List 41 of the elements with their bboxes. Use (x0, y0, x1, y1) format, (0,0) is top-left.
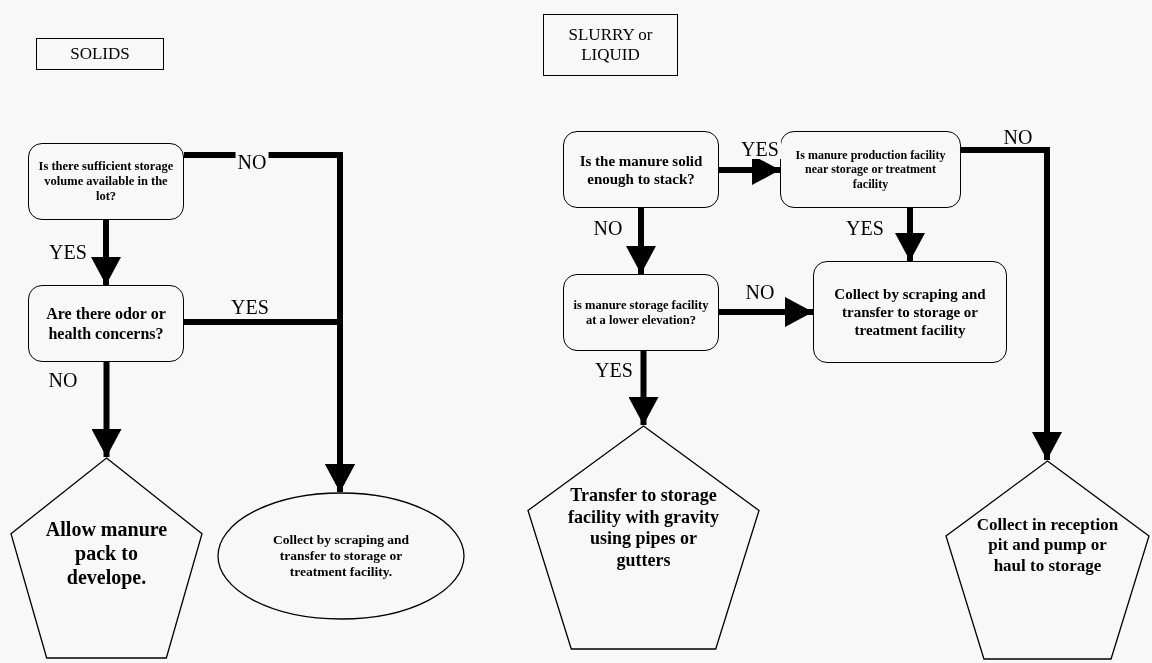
edge-label: YES (844, 218, 886, 238)
decision-box (563, 274, 719, 351)
section-heading (36, 38, 164, 70)
node-text: Allow manure pack to develope. (44, 517, 169, 589)
edge-label: NO (1001, 127, 1035, 147)
node-text: Collect by scraping and transfer to storage or treatment facility. (271, 531, 411, 581)
arrow (895, 208, 925, 261)
decision-box (28, 143, 184, 220)
outcome-pentagon (945, 460, 1150, 660)
node-text: Is manure production facility near storage or treatment facility (794, 147, 947, 192)
heading-text: SOLIDS (69, 43, 131, 65)
process-box (813, 261, 1007, 363)
edge-label: YES (47, 242, 89, 262)
node-text: is manure storage facility at a lower elevation? (572, 297, 710, 328)
node-text: Are there odor or health concerns? (45, 304, 167, 343)
edge-label: YES (739, 139, 781, 159)
arrow (628, 351, 659, 425)
decision-box (780, 131, 961, 208)
node-text: Is there sufficient storage volume available in the lot? (37, 159, 175, 204)
decision-box (28, 285, 184, 362)
arrow (719, 297, 813, 327)
edge-label: YES (593, 360, 635, 380)
outcome-pentagon (10, 457, 203, 659)
outcome-ellipse (217, 492, 465, 620)
edge-label: NO (46, 370, 80, 390)
decision-box (563, 131, 719, 208)
arrow (91, 220, 121, 285)
node-text: Transfer to storage facility with gravity using pipes or gutters (567, 485, 720, 572)
outcome-pentagon (527, 425, 760, 650)
arrow (626, 208, 656, 274)
arrow (961, 147, 1062, 460)
node-text: Is the manure solid enough to stack? (578, 151, 704, 188)
edge-label: NO (235, 152, 269, 172)
edge-label: NO (591, 218, 625, 238)
node-text: Collect in reception pit and pump or haul to storage (975, 515, 1120, 577)
arrow (91, 362, 122, 457)
node-text: Collect by scraping and transfer to storage or treatment facility (833, 285, 987, 339)
edge-label: NO (743, 282, 777, 302)
heading-text: SLURRY or LIQUID (567, 24, 654, 66)
edge-label: YES (229, 297, 271, 317)
section-heading (543, 14, 678, 76)
